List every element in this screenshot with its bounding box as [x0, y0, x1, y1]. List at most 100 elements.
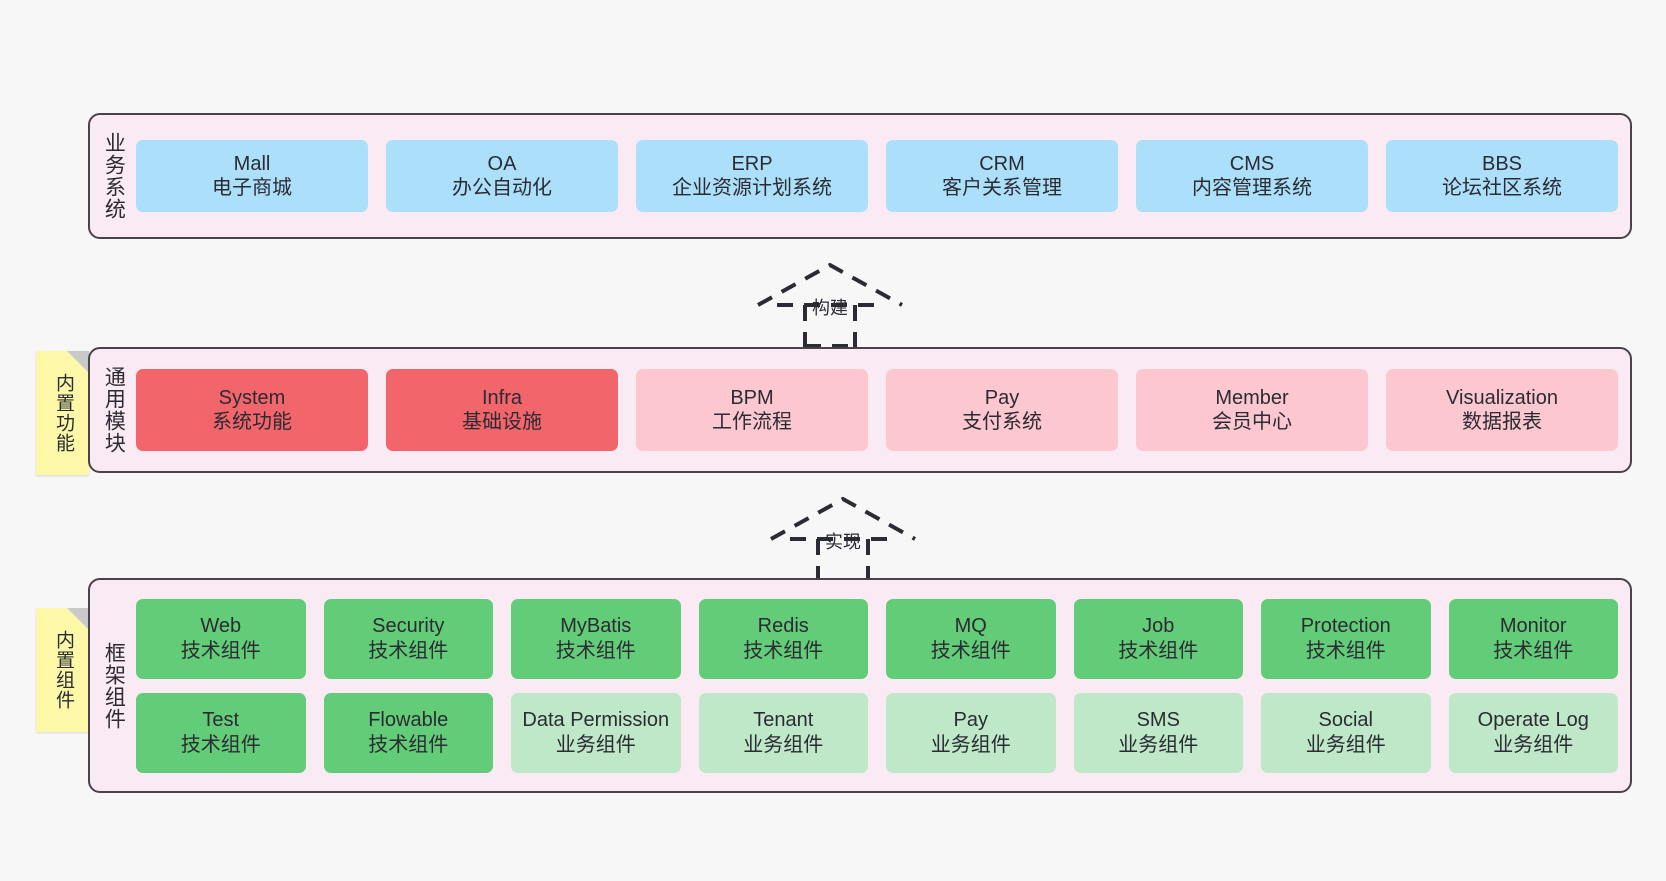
arrow-head-outline — [757, 262, 903, 307]
layer-business-systems: 业务系统 Mall 电子商城 OA 办公自动化 ERP 企业资源计划系统 CRM… — [88, 113, 1632, 239]
module-name: BPM — [730, 386, 774, 409]
component-name: Security — [372, 615, 445, 638]
component-name: Monitor — [1499, 615, 1567, 638]
component-desc: 业务组件 — [743, 733, 824, 756]
component-card-web[interactable]: Web 技术组件 — [136, 598, 306, 679]
component-card-data-permission[interactable]: Data Permission 业务组件 — [511, 692, 681, 773]
component-desc: 技术组件 — [1118, 639, 1199, 662]
component-name: MyBatis — [560, 615, 632, 638]
component-desc: 技术组件 — [1493, 639, 1574, 662]
sticky-note-builtin-features: 内置功能 — [36, 351, 89, 475]
cell-row: Web 技术组件 Security 技术组件 MyBatis 技术组件 Redi… — [136, 598, 1618, 679]
component-name: Job — [1142, 615, 1175, 638]
module-card-oa[interactable]: OA 办公自动化 — [386, 140, 618, 212]
component-name: Redis — [757, 615, 809, 638]
component-card-test[interactable]: Test 技术组件 — [136, 692, 306, 773]
module-card-crm[interactable]: CRM 客户关系管理 — [886, 140, 1118, 212]
component-desc: 技术组件 — [1305, 639, 1386, 662]
component-name: Tenant — [753, 709, 814, 732]
component-card-tenant[interactable]: Tenant 业务组件 — [698, 692, 868, 773]
layer-framework-components: 框架组件 Web 技术组件 Security 技术组件 MyBatis 技术组件… — [88, 578, 1632, 793]
component-card-social[interactable]: Social 业务组件 — [1261, 692, 1431, 773]
module-desc: 内容管理系统 — [1192, 177, 1312, 199]
component-name: Operate Log — [1477, 709, 1589, 732]
module-card-erp[interactable]: ERP 企业资源计划系统 — [636, 140, 868, 212]
component-card-pay[interactable]: Pay 业务组件 — [886, 692, 1056, 773]
component-desc: 业务组件 — [555, 733, 636, 756]
module-card-bpm[interactable]: BPM 工作流程 — [636, 369, 868, 451]
component-desc: 技术组件 — [930, 639, 1011, 662]
component-card-security[interactable]: Security 技术组件 — [323, 598, 493, 679]
module-name: Infra — [481, 386, 523, 409]
arrow-label-implement: 实现 — [825, 532, 861, 552]
component-desc: 技术组件 — [555, 639, 636, 662]
module-card-mall[interactable]: Mall 电子商城 — [136, 140, 368, 212]
component-name: Web — [200, 615, 242, 638]
component-card-operate-log[interactable]: Operate Log 业务组件 — [1448, 692, 1618, 773]
layer-body-business-systems: Mall 电子商城 OA 办公自动化 ERP 企业资源计划系统 CRM 客户关系… — [136, 115, 1630, 237]
module-desc: 会员中心 — [1212, 411, 1292, 433]
module-card-member[interactable]: Member 会员中心 — [1136, 369, 1368, 451]
arrow-label-build: 构建 — [812, 298, 848, 318]
component-card-protection[interactable]: Protection 技术组件 — [1261, 598, 1431, 679]
module-desc: 数据报表 — [1462, 411, 1542, 433]
module-card-pay[interactable]: Pay 支付系统 — [886, 369, 1118, 451]
module-desc: 电子商城 — [212, 177, 292, 199]
module-name: CMS — [1229, 152, 1275, 175]
module-desc: 办公自动化 — [452, 177, 552, 199]
component-card-mq[interactable]: MQ 技术组件 — [886, 598, 1056, 679]
component-name: Data Permission — [522, 709, 670, 732]
module-name: Pay — [984, 386, 1020, 409]
component-card-redis[interactable]: Redis 技术组件 — [698, 598, 868, 679]
module-name: System — [218, 386, 286, 409]
component-name: Protection — [1300, 615, 1391, 638]
module-name: Visualization — [1446, 386, 1558, 409]
component-name: Social — [1318, 709, 1373, 732]
module-desc: 系统功能 — [212, 411, 292, 433]
module-name: ERP — [731, 152, 773, 175]
component-name: SMS — [1136, 709, 1180, 732]
cell-row: System 系统功能 Infra 基础设施 BPM 工作流程 Pay 支付系统… — [136, 369, 1618, 451]
module-desc: 客户关系管理 — [942, 177, 1062, 199]
component-name: Flowable — [368, 709, 449, 732]
arrow-build: 构建 — [755, 258, 905, 348]
module-name: BBS — [1481, 152, 1523, 175]
module-card-cms[interactable]: CMS 内容管理系统 — [1136, 140, 1368, 212]
layer-title-business-systems: 业务系统 — [102, 132, 126, 220]
module-card-system[interactable]: System 系统功能 — [136, 369, 368, 451]
module-desc: 基础设施 — [462, 411, 542, 433]
component-desc: 业务组件 — [1118, 733, 1199, 756]
layer-title-framework-components: 框架组件 — [102, 641, 126, 730]
layer-body-framework-components: Web 技术组件 Security 技术组件 MyBatis 技术组件 Redi… — [136, 580, 1630, 791]
sticky-note-label: 内置功能 — [52, 373, 74, 453]
layer-common-modules: 通用模块 System 系统功能 Infra 基础设施 BPM 工作流程 Pay… — [88, 347, 1632, 473]
component-desc: 业务组件 — [1305, 733, 1386, 756]
module-name: Mall — [233, 152, 271, 175]
module-name: OA — [487, 152, 517, 175]
module-desc: 论坛社区系统 — [1442, 177, 1562, 199]
component-name: Pay — [953, 709, 988, 732]
component-desc: 技术组件 — [368, 639, 449, 662]
component-desc: 技术组件 — [180, 733, 261, 756]
sticky-note-builtin-components: 内置组件 — [36, 608, 89, 732]
module-card-bbs[interactable]: BBS 论坛社区系统 — [1386, 140, 1618, 212]
module-card-infra[interactable]: Infra 基础设施 — [386, 369, 618, 451]
component-desc: 技术组件 — [743, 639, 824, 662]
component-card-sms[interactable]: SMS 业务组件 — [1073, 692, 1243, 773]
component-desc: 技术组件 — [180, 639, 261, 662]
layer-body-common-modules: System 系统功能 Infra 基础设施 BPM 工作流程 Pay 支付系统… — [136, 349, 1630, 471]
module-name: CRM — [979, 152, 1025, 175]
cell-row: Test 技术组件 Flowable 技术组件 Data Permission … — [136, 692, 1618, 773]
module-card-visualization[interactable]: Visualization 数据报表 — [1386, 369, 1618, 451]
component-card-job[interactable]: Job 技术组件 — [1073, 598, 1243, 679]
arrow-implement: 实现 — [768, 492, 918, 582]
component-card-flowable[interactable]: Flowable 技术组件 — [323, 692, 493, 773]
component-card-monitor[interactable]: Monitor 技术组件 — [1448, 598, 1618, 679]
component-desc: 业务组件 — [930, 733, 1011, 756]
cell-row: Mall 电子商城 OA 办公自动化 ERP 企业资源计划系统 CRM 客户关系… — [136, 140, 1618, 212]
component-card-mybatis[interactable]: MyBatis 技术组件 — [511, 598, 681, 679]
module-desc: 企业资源计划系统 — [672, 177, 832, 199]
module-desc: 工作流程 — [712, 411, 792, 433]
module-name: Member — [1215, 386, 1289, 409]
